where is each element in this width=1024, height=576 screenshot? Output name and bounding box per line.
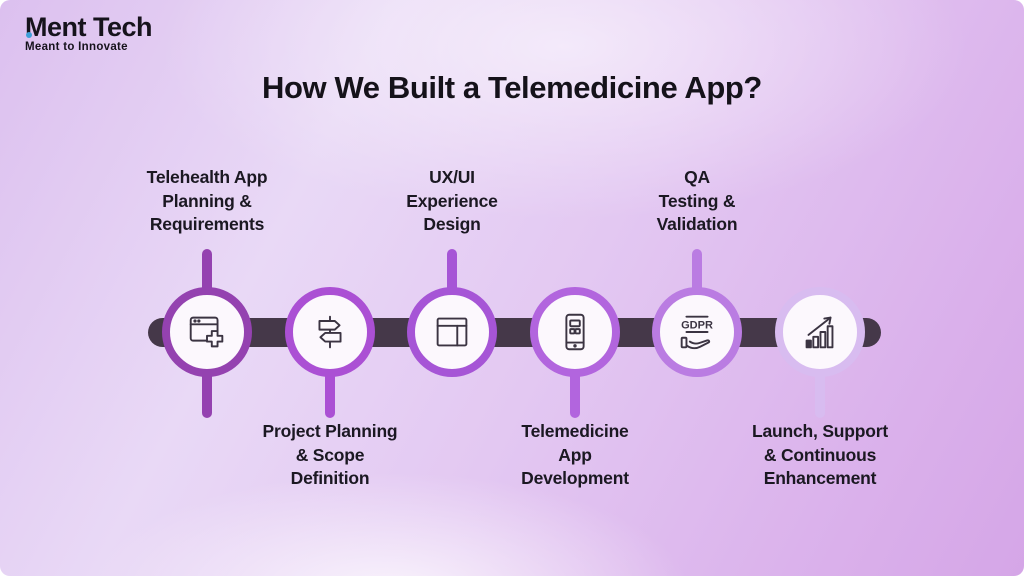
step-connector-bottom [570,370,580,418]
logo-text: Ment Tech [25,12,153,42]
step-label: Telehealth App Planning & Requirements [146,167,268,234]
step-circle [162,287,252,377]
page-title: How We Built a Telemedicine App? [262,70,762,105]
step-label: UX/UI Experience Design [406,167,498,234]
step-connector-bottom [815,370,825,418]
layout-icon [429,309,475,355]
step-label: Project Planning & Scope Definition [262,421,398,488]
step-label: QA Testing & Validation [656,167,738,234]
logo-wordmark: Ment Tech [25,12,153,42]
logo: Ment Tech Meant to Innovate [25,12,153,54]
logo-tagline: Meant to Innovate [25,41,128,54]
svg-text:GDPR: GDPR [681,320,713,332]
step-connector-top [692,249,702,297]
step-connector-bottom [202,370,212,418]
step-circle: GDPR [652,287,742,377]
step-circle [775,287,865,377]
timeline-bar [148,318,881,347]
step-label: Launch, Support & Continuous Enhancement [751,421,889,488]
step-circle [285,287,375,377]
signpost-icon [307,309,353,355]
step-connector-top [202,249,212,297]
step-connector-top [447,249,457,297]
step-connector-bottom [325,370,335,418]
step-circle [530,287,620,377]
browser-plus-icon [184,309,230,355]
mobile-app-icon [552,309,598,355]
logo-dot [26,32,32,38]
growth-chart-icon [797,309,843,355]
step-circle [407,287,497,377]
step-label: Telemedicine App Development [521,421,629,488]
gdpr-hand-icon: GDPR [674,309,720,355]
